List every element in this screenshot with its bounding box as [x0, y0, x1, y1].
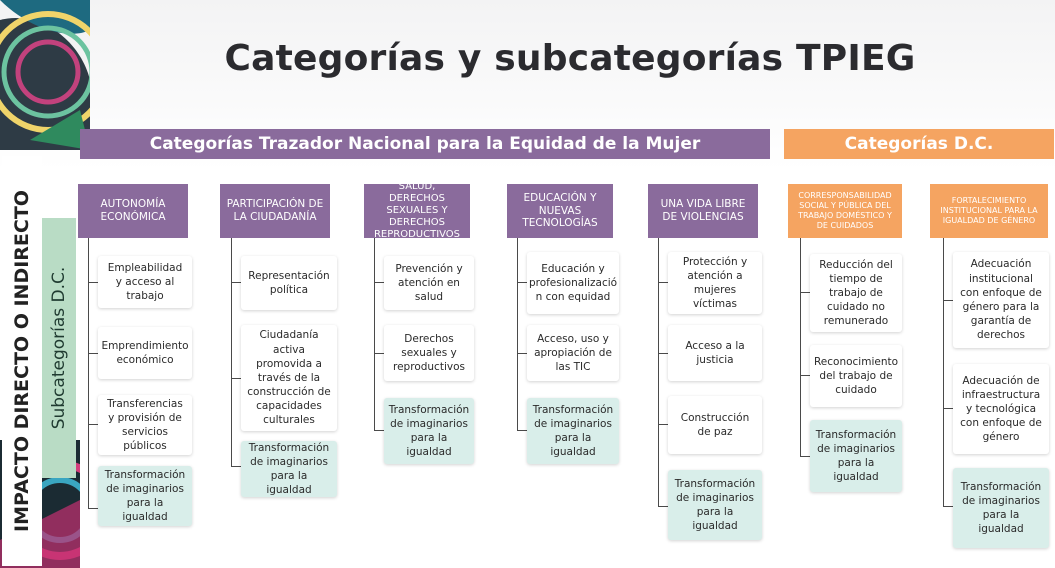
- connector-line: [88, 424, 98, 425]
- subcategory-card-imaginarios: Transformación de imaginarios para la ig…: [810, 420, 902, 492]
- category-header-educacion: EDUCACIÓN Y NUEVAS TECNOLOGÍAS: [507, 184, 613, 238]
- connector-line: [800, 238, 801, 456]
- connector-line: [517, 430, 527, 431]
- subcategory-card-imaginarios: Transformación de imaginarios para la ig…: [527, 398, 619, 464]
- connector-line: [943, 300, 953, 301]
- side-label-subcategorias-text: Subcategorías D.C.: [49, 266, 69, 430]
- subcategory-card-imaginarios: Transformación de imaginarios para la ig…: [98, 466, 192, 526]
- subcategory-card: Representación política: [241, 256, 337, 310]
- connector-line: [231, 378, 241, 379]
- category-header-salud: SALUD, DERECHOS SEXUALES Y DERECHOS REPR…: [364, 181, 470, 240]
- subcategory-card: Acceso a la justicia: [668, 325, 762, 381]
- subcategory-card: Adecuación institucional con enfoque de …: [953, 252, 1049, 348]
- subcategory-card: Emprendimiento económico: [98, 327, 192, 379]
- subcategory-card: Construcción de paz: [668, 396, 762, 454]
- connector-line: [374, 282, 384, 283]
- connector-line: [658, 424, 668, 425]
- subcategory-card: Derechos sexuales y reproductivos: [384, 325, 474, 381]
- page-title: Categorías y subcategorías TPIEG: [224, 38, 916, 79]
- connector-line: [800, 456, 810, 457]
- subcategory-card: Reconocimiento del trabajo de cuidado: [810, 345, 902, 407]
- subcategory-card-imaginarios: Transformación de imaginarios para la ig…: [241, 441, 337, 497]
- connector-line: [943, 408, 953, 409]
- side-label-impacto-text: IMPACTO DIRECTO O INDIRECTO: [11, 190, 33, 532]
- subcategory-card-imaginarios: Transformación de imaginarios para la ig…: [384, 398, 474, 464]
- connector-line: [88, 508, 98, 509]
- connector-line: [943, 238, 944, 506]
- connector-line: [800, 375, 810, 376]
- connector-line: [374, 238, 375, 430]
- connector-line: [231, 466, 241, 467]
- connector-line: [658, 282, 668, 283]
- subcategory-card: Empleabilidad y acceso al trabajo: [98, 256, 192, 308]
- subcategory-card-imaginarios: Transformación de imaginarios para la ig…: [953, 468, 1049, 548]
- subcategory-card: Educación y profesionalizació n con equi…: [527, 252, 619, 314]
- connector-line: [88, 353, 98, 354]
- side-label-subcategorias: Subcategorías D.C.: [42, 218, 76, 478]
- connector-line: [517, 353, 527, 354]
- category-header-violencias: UNA VIDA LIBRE DE VIOLENCIAS: [648, 184, 758, 238]
- connector-line: [658, 238, 659, 506]
- subcategory-card: Ciudadanía activa promovida a través de …: [241, 325, 337, 431]
- connector-line: [374, 430, 384, 431]
- side-label-impacto: IMPACTO DIRECTO O INDIRECTO: [2, 156, 42, 566]
- connector-line: [231, 238, 232, 466]
- connector-line: [88, 282, 98, 283]
- category-header-participacion: PARTICIPACIÓN DE LA CIUDADANÍA: [220, 184, 330, 238]
- subcategory-card: Acceso, uso y apropiación de las TIC: [527, 325, 619, 381]
- connector-line: [517, 238, 518, 430]
- category-header-corresponsabilidad: CORRESPONSABILIDAD SOCIAL Y PÚBLICA DEL …: [788, 184, 902, 238]
- subcategory-card: Transferencias y provisión de servicios …: [98, 395, 192, 455]
- subcategory-card: Adecuación de infraestructura y tecnológ…: [953, 364, 1049, 454]
- subcategory-card-imaginarios: Transformación de imaginarios para la ig…: [668, 470, 762, 540]
- connector-line: [88, 238, 89, 508]
- subcategory-card: Protección y atención a mujeres víctimas: [668, 252, 762, 314]
- subcategory-card: Reducción del tiempo de trabajo de cuida…: [810, 254, 902, 332]
- decorative-artwork: [0, 0, 90, 150]
- category-header-fortalecimiento: FORTALECIMIENTO INSTITUCIONAL PARA LA IG…: [930, 184, 1048, 238]
- category-header-autonomia: AUTONOMÍA ECONÓMICA: [78, 184, 188, 238]
- subcategory-card: Prevención y atención en salud: [384, 256, 474, 310]
- connector-line: [658, 506, 668, 507]
- connector-line: [517, 282, 527, 283]
- connector-line: [231, 282, 241, 283]
- connector-line: [658, 353, 668, 354]
- connector-line: [943, 506, 953, 507]
- connector-line: [800, 292, 810, 293]
- banner-categorias-dc: Categorías D.C.: [784, 129, 1054, 159]
- banner-trazador-nacional: Categorías Trazador Nacional para la Equ…: [80, 129, 770, 159]
- connector-line: [374, 353, 384, 354]
